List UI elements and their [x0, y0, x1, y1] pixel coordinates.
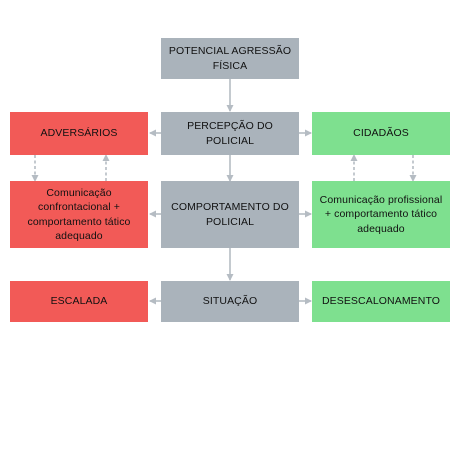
node-comportamento-do-policial: COMPORTAMENTO DO POLICIAL — [161, 181, 299, 248]
node-adversarios: ADVERSÁRIOS — [10, 112, 148, 155]
node-potencial-agressao-fisica: POTENCIAL AGRESSÃO FÍSICA — [161, 38, 299, 79]
node-escalada: ESCALADA — [10, 281, 148, 322]
node-comunicacao-profissional: Comunicação profissional + comportamento… — [312, 181, 450, 248]
node-comunicacao-confrontacional: Comunicação confrontacional + comportame… — [10, 181, 148, 248]
node-situacao: SITUAÇÃO — [161, 281, 299, 322]
node-cidadaos: CIDADÃOS — [312, 112, 450, 155]
node-percepcao-do-policial: PERCEPÇÃO DO POLICIAL — [161, 112, 299, 155]
node-desescalonamento: DESESCALONAMENTO — [312, 281, 450, 322]
